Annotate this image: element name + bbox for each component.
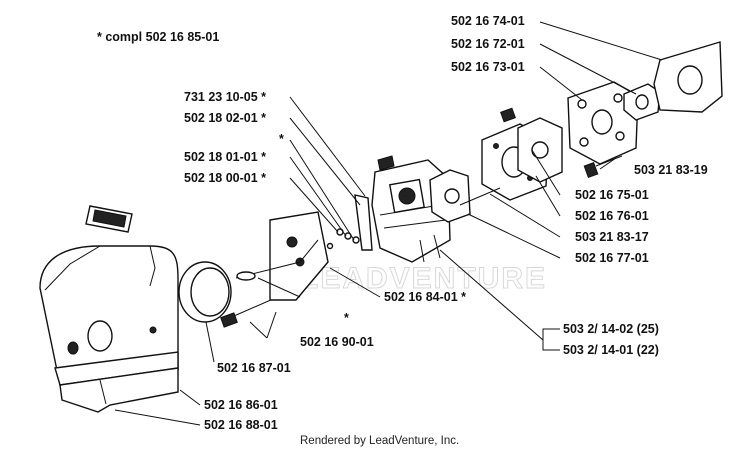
label-502-18-00-01: 502 18 00-01 *: [184, 171, 266, 185]
gasket-2-part: [517, 117, 563, 183]
gasket-part: [429, 169, 471, 223]
label-502-16-88-01: 502 16 88-01: [204, 418, 278, 432]
label-502-18-01-01: 502 18 01-01 *: [184, 150, 266, 164]
label-503-2-14-02: 503 2/ 14-02 (25): [563, 322, 659, 336]
label-502-16-73-01: 502 16 73-01: [451, 60, 525, 74]
compl-note-text: * compl 502 16 85-01: [97, 30, 219, 44]
label-731-23-10-05: 731 23 10-05 *: [184, 90, 266, 104]
label-502-16-72-01: 502 16 72-01: [451, 37, 525, 51]
footer-credit: Rendered by LeadVenture, Inc.: [300, 435, 459, 447]
decal-part: [85, 205, 133, 233]
label-star-1: *: [279, 132, 284, 146]
label-502-16-77-01: 502 16 77-01: [575, 251, 649, 265]
label-502-16-76-01: 502 16 76-01: [575, 209, 649, 223]
long-screw-part: [459, 187, 501, 206]
label-star-2: *: [344, 311, 349, 325]
watermark-text: LEADVENTURE: [300, 262, 547, 295]
cover-plate-part: [653, 41, 723, 113]
leader-lines: [114, 21, 663, 426]
adapter-plate-part: [235, 211, 329, 301]
label-502-16-74-01: 502 16 74-01: [451, 14, 525, 28]
heat-shield-block-part: [567, 81, 639, 165]
label-502-16-75-01: 502 16 75-01: [575, 188, 649, 202]
label-502-16-86-01: 502 16 86-01: [204, 398, 278, 412]
top-screw-part: [500, 107, 516, 123]
spring-washer-parts: [326, 194, 373, 251]
bolt-part: [583, 155, 623, 178]
label-503-21-83-19: 503 21 83-19: [634, 163, 708, 177]
label-502-18-02-01: 502 18 02-01 *: [184, 111, 266, 125]
screw-part: [220, 284, 306, 328]
label-502-16-87-01: 502 16 87-01: [217, 361, 291, 375]
filter-ring-part: [178, 261, 232, 323]
air-filter-cover-part: [39, 245, 179, 413]
label-502-16-84-01: 502 16 84-01 *: [384, 290, 466, 304]
label-502-16-90-01: 502 16 90-01: [300, 335, 374, 349]
label-503-21-83-17: 503 21 83-17: [575, 230, 649, 244]
label-503-2-14-01: 503 2/ 14-01 (22): [563, 343, 659, 357]
